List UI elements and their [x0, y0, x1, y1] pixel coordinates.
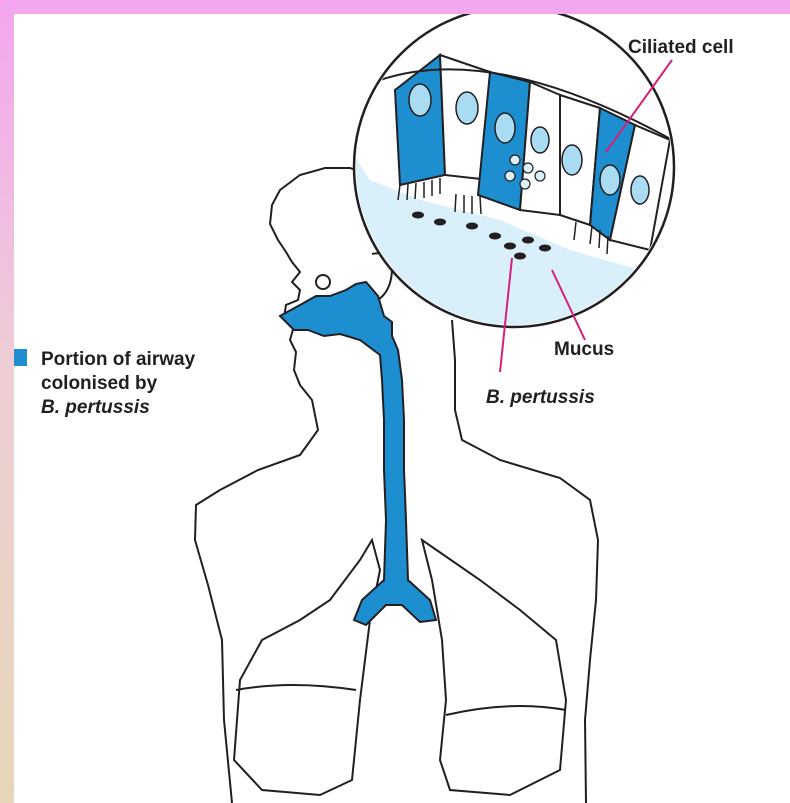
legend-swatch: [14, 349, 27, 366]
left-lung: [234, 540, 380, 795]
eye: [316, 275, 330, 289]
legend-line1: Portion of airway: [41, 348, 195, 371]
ciliated-cell-label: Ciliated cell: [628, 36, 734, 59]
legend-line2: colonised by: [41, 372, 157, 395]
right-lung: [422, 540, 566, 795]
diagram-panel: Ciliated cell Mucus B. pertussis Portion…: [14, 14, 790, 803]
mucus-label: Mucus: [554, 338, 614, 361]
legend-line3: B. pertussis: [41, 396, 150, 419]
b-pertussis-label: B. pertussis: [486, 386, 595, 409]
